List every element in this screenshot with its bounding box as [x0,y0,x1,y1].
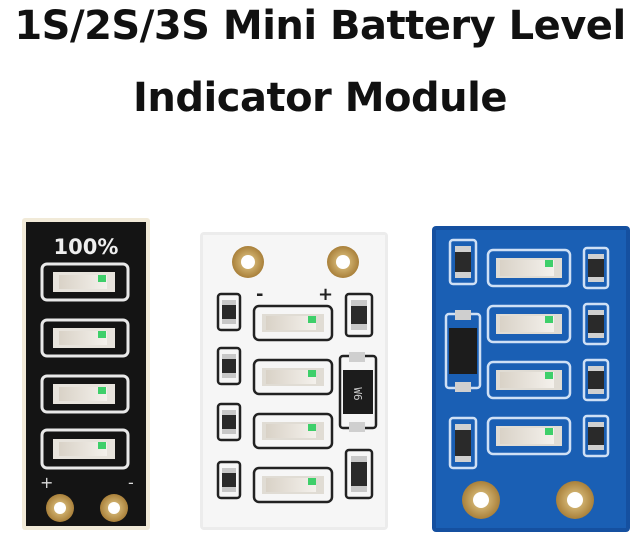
led-row [252,466,334,504]
smd-resistor [582,414,610,458]
smd-resistor [582,358,610,402]
led-row [40,262,130,302]
product-photo: 100% + - [22,218,630,532]
zener-diode-w6: W6 [338,352,378,432]
smd-resistor [344,292,374,338]
smd-resistor [448,416,478,470]
led-row [40,318,130,358]
led-row [252,412,334,450]
led-row [486,304,572,344]
smd-resistor [216,460,242,500]
led-row [40,374,130,414]
black-indicator-board: 100% + - [22,218,150,530]
white-indicator-board: - + W6 [200,232,388,530]
product-title-line-1: 1S/2S/3S Mini Battery Level [14,3,626,49]
led-row [252,304,334,342]
product-title-line-2: Indicator Module [133,75,507,121]
zener-diode [444,310,482,392]
smd-resistor [448,238,478,286]
board-percent-label: 100% [54,235,119,259]
smd-resistor [216,402,242,442]
led-row [486,360,572,400]
plus-mark: + [40,473,53,492]
smd-resistor [582,302,610,346]
led-row [486,416,572,456]
led-row [486,248,572,288]
led-row [40,428,130,470]
minus-mark: - [256,284,263,305]
led-row [252,358,334,396]
smd-resistor [344,448,374,500]
smd-resistor [216,292,242,332]
smd-resistor [216,346,242,386]
smd-resistor [582,246,610,290]
minus-mark: - [128,473,134,492]
blue-indicator-board [432,226,630,532]
plus-mark: + [318,284,333,305]
diode-marking: W6 [351,387,364,400]
